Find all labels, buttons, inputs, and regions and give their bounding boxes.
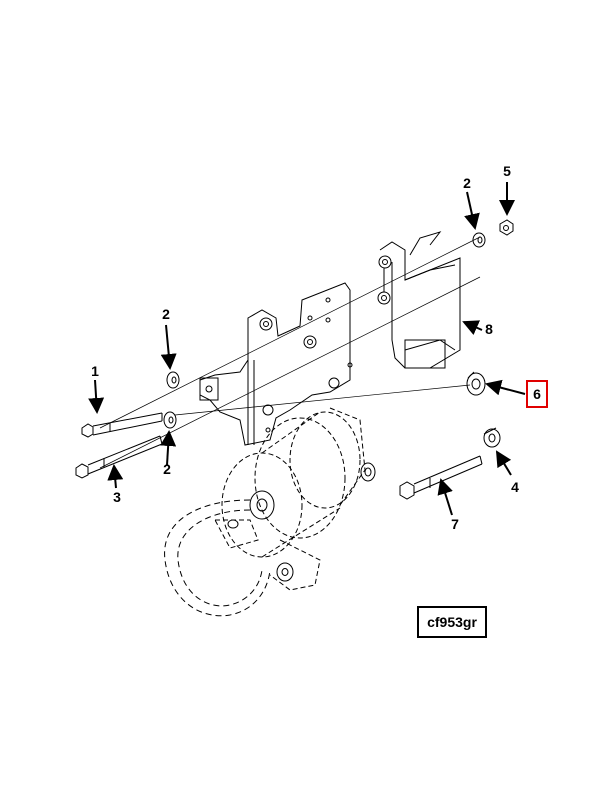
callout-7: 7 [451, 516, 459, 532]
callout-4: 4 [511, 479, 519, 495]
callout-3: 3 [113, 489, 121, 505]
alternator-pulley [227, 462, 376, 582]
sleeve-4 [483, 427, 501, 448]
spacer-6 [466, 371, 486, 396]
drive-belt [164, 499, 271, 617]
leader-arrows [88, 182, 526, 516]
callout-5: 5 [503, 163, 511, 179]
bolt-1 [81, 412, 163, 438]
callout-2-upper-right: 2 [463, 175, 471, 191]
washer-2-right [472, 232, 486, 248]
washer-2-lower [163, 411, 177, 429]
alternator-housing [214, 407, 366, 591]
figure-id-label: cf953gr [417, 606, 487, 638]
callout-2-upper-left: 2 [162, 306, 170, 322]
callout-8: 8 [485, 321, 493, 337]
callout-2-lower-left: 2 [163, 461, 171, 477]
bolt-7 [399, 455, 483, 500]
bolt-3 [75, 435, 163, 479]
rear-bracket-8 [377, 231, 461, 369]
nut-5 [499, 219, 514, 236]
washer-2-upper [166, 371, 180, 389]
mounting-bracket [199, 282, 353, 446]
callout-1: 1 [91, 363, 99, 379]
callout-6-highlighted[interactable]: 6 [526, 380, 548, 408]
